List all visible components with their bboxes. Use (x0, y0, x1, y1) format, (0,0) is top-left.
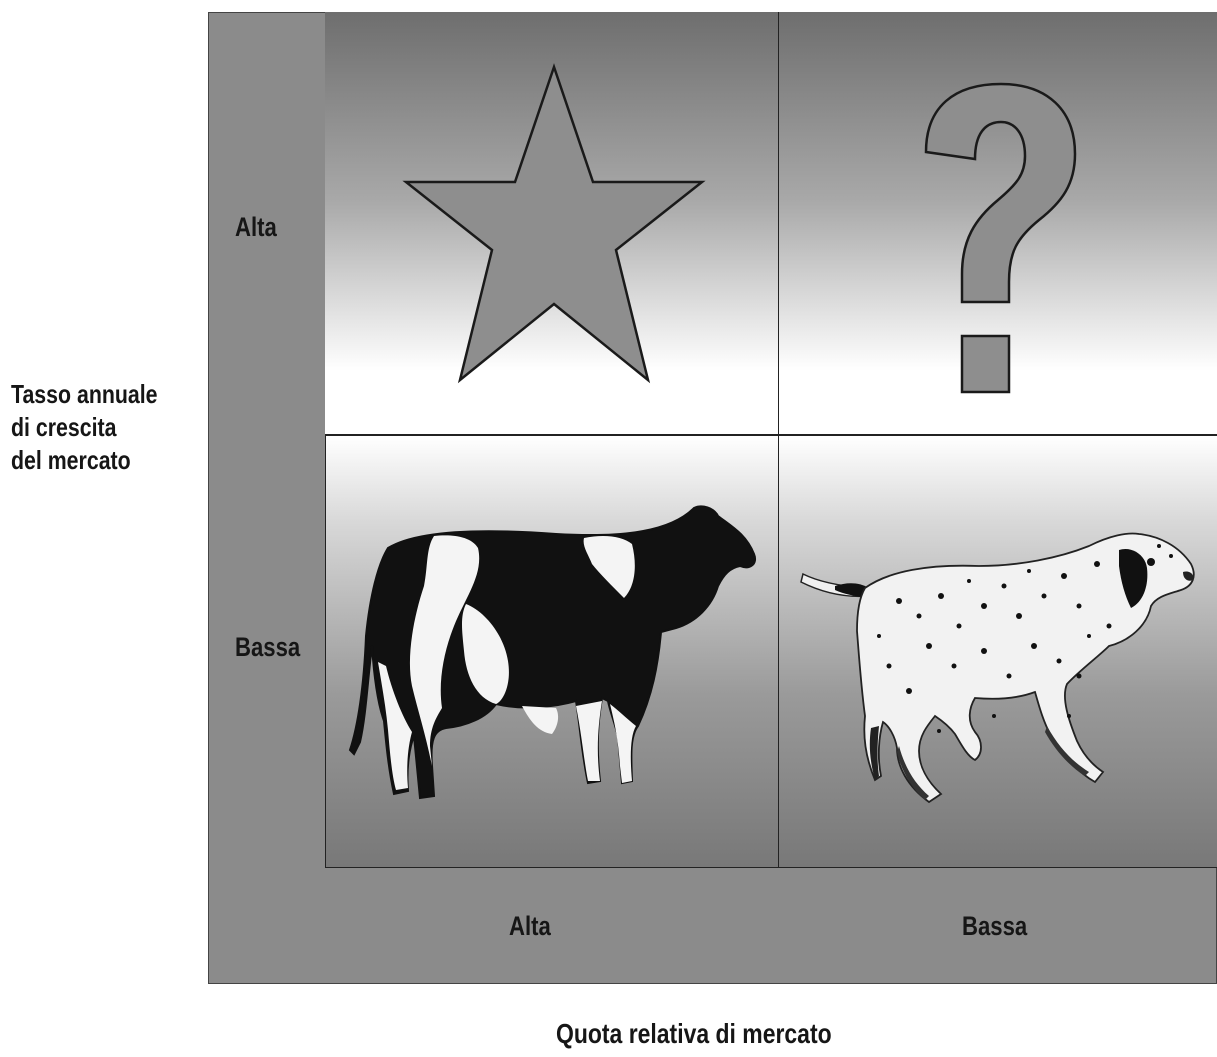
bcg-matrix (325, 12, 1217, 868)
col-label-high: Alta (509, 911, 551, 942)
quadrant-question (779, 12, 1217, 435)
row-label-high: Alta (235, 212, 277, 243)
quadrant-dog (779, 435, 1217, 868)
quadrant-star (325, 12, 779, 435)
cow-icon (326, 436, 779, 868)
question-mark-icon (779, 12, 1217, 435)
col-label-low: Bassa (962, 911, 1027, 942)
dog-icon (779, 436, 1217, 868)
x-axis-title: Quota relativa di mercato (556, 1018, 832, 1050)
y-axis-title: Tasso annuale di crescita del mercato (11, 378, 158, 477)
star-icon (325, 12, 779, 435)
row-label-low: Bassa (235, 632, 300, 663)
quadrant-cow (325, 435, 779, 868)
